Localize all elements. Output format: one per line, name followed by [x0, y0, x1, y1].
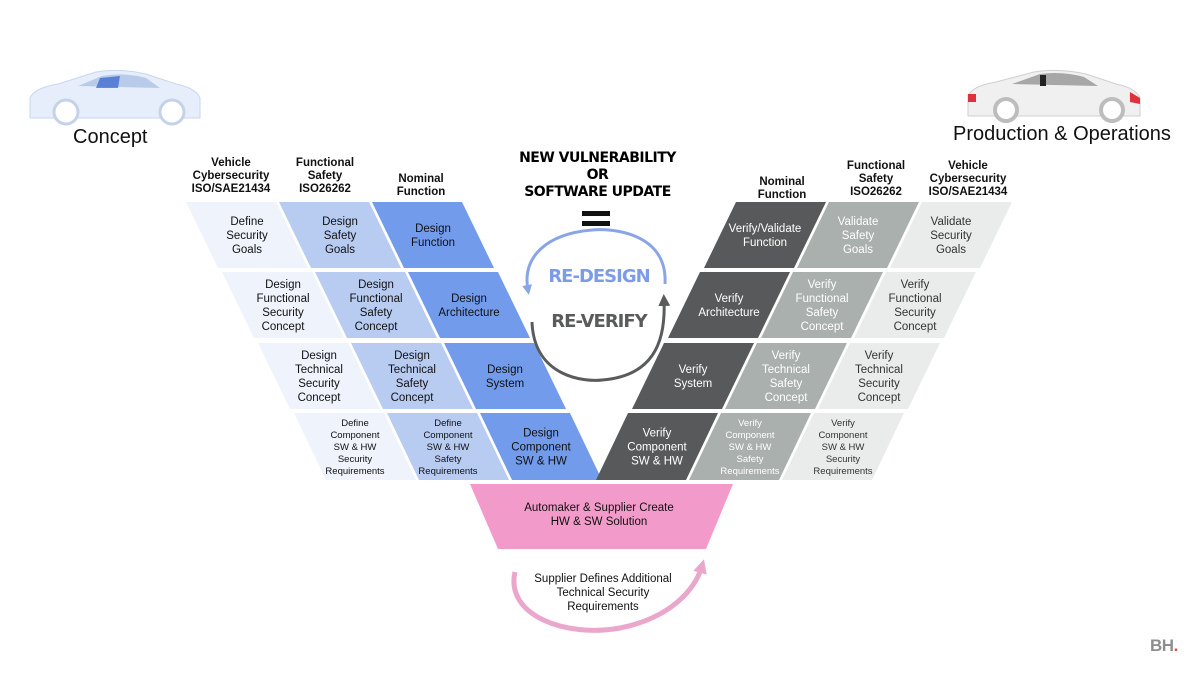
right-cell-r2-c1 — [668, 272, 790, 338]
reverify-label: RE-VERIFY — [551, 311, 647, 332]
bh-logo: BH. — [1150, 636, 1178, 655]
right-cell-r4-c2 — [689, 413, 811, 480]
left-cell-r1-c3 — [372, 202, 494, 268]
redesign-arrow — [522, 228, 667, 295]
equals-bar-top — [582, 211, 610, 216]
left-cell-r4-c2 — [387, 413, 509, 480]
equals-bar-bottom — [582, 221, 610, 226]
car-concept-icon — [29, 69, 201, 126]
left-cell-r3-c2 — [351, 343, 473, 409]
right-cell-r2-c3 — [854, 272, 976, 338]
right-cell-r1-c1 — [704, 202, 826, 268]
left-cell-r3-c3 — [444, 343, 566, 409]
left-cell-r4-c3 — [480, 413, 602, 480]
left-cell-r2-c1 — [222, 272, 344, 338]
right-cell-r3-c2 — [725, 343, 847, 409]
car-production-icon — [967, 69, 1141, 123]
left-cell-r1-c1 — [186, 202, 308, 268]
redesign-label: RE-DESIGN — [548, 266, 650, 287]
supplier-arrow — [511, 559, 707, 633]
left-cell-r2-c3 — [408, 272, 530, 338]
left-cell-r2-c2 — [315, 272, 437, 338]
headline: NEW VULNERABILITY OR SOFTWARE UPDATE — [519, 150, 676, 200]
concept-label: Concept — [73, 126, 148, 148]
left-cell-r1-c2 — [279, 202, 401, 268]
solution-trapezoid — [470, 484, 733, 549]
left-cell-r3-c1 — [258, 343, 380, 409]
right-cell-r3-c1 — [632, 343, 754, 409]
right-cell-r3-c3 — [818, 343, 940, 409]
left-cell-r4-c1 — [294, 413, 416, 480]
right-cell-r1-c2 — [797, 202, 919, 268]
right-cell-r2-c2 — [761, 272, 883, 338]
right-cell-r1-c3 — [890, 202, 1012, 268]
right-cell-r4-c3 — [782, 413, 904, 480]
reverify-arrow — [530, 294, 671, 382]
right-cell-r4-c1 — [596, 413, 718, 480]
production-operations-label: Production & Operations — [953, 123, 1171, 145]
